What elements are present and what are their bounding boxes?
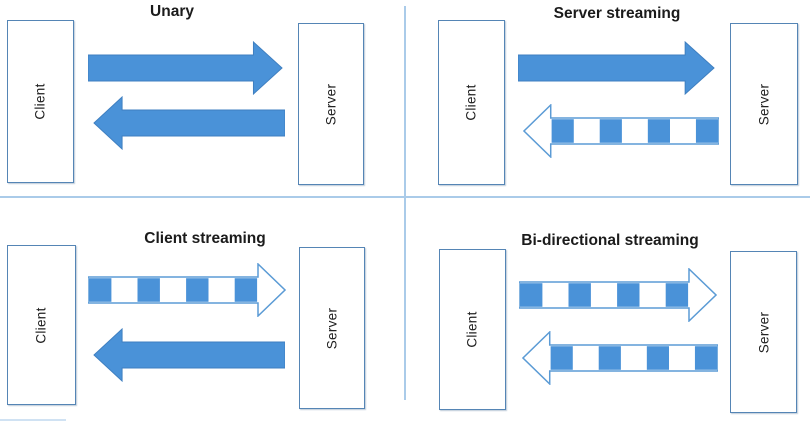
quadrant-title: Server streaming [553, 5, 681, 22]
quadrant-title: Bi-directional streaming [521, 232, 699, 249]
server-label: Server [756, 311, 771, 353]
vertical-divider [404, 6, 406, 400]
client-label: Client [32, 83, 48, 120]
quadrant-client-streaming: Client streaming Client Server [0, 211, 405, 422]
client-box: Client [439, 249, 506, 410]
server-box: Server [730, 23, 798, 185]
quadrant-unary: Unary Client Server [0, 0, 405, 211]
client-label: Client [33, 306, 49, 344]
quadrant-title: Unary [150, 3, 194, 20]
server-box: Server [298, 23, 364, 185]
client-box: Client [7, 245, 76, 405]
quadrant-server-streaming: Server streaming Client Server [405, 0, 810, 211]
server-label: Server [323, 83, 339, 125]
client-label: Client [463, 84, 479, 121]
solid-right-arrow-icon [518, 41, 715, 95]
client-box: Client [438, 20, 505, 185]
solid-right-arrow-icon [88, 41, 283, 95]
server-label: Server [324, 307, 340, 349]
striped-left-arrow-icon [523, 104, 719, 158]
server-box: Server [730, 251, 797, 413]
quadrant-bidirectional-streaming: Bi-directional streaming Client Server [405, 211, 810, 422]
striped-right-arrow-icon [88, 263, 286, 317]
horizontal-divider [0, 196, 810, 198]
client-box: Client [7, 20, 74, 183]
client-label: Client [464, 311, 480, 348]
server-label: Server [756, 83, 772, 125]
solid-left-arrow-icon [93, 96, 285, 150]
striped-right-arrow-icon [519, 268, 717, 322]
quadrant-title: Client streaming [144, 230, 266, 247]
striped-left-arrow-icon [522, 331, 718, 385]
solid-left-arrow-icon [93, 328, 285, 382]
server-box: Server [299, 247, 365, 409]
bottom-left-divider [0, 419, 66, 421]
